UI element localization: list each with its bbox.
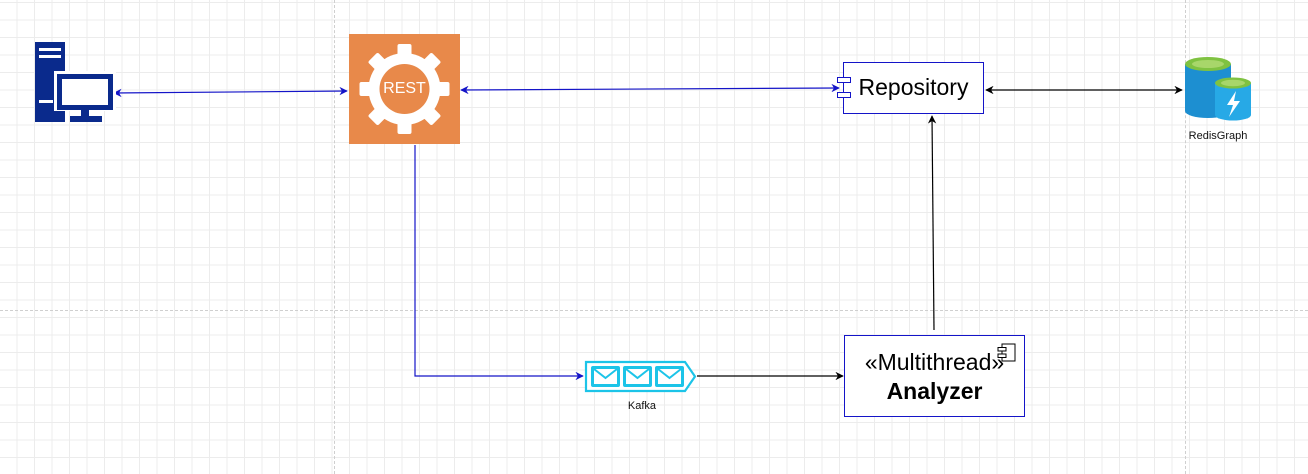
redisgraph-node[interactable] — [1183, 55, 1253, 125]
analyzer-name: Analyzer — [886, 378, 983, 404]
repository-label: Repository — [858, 74, 969, 100]
analyzer-stereotype: «Multithread» — [864, 349, 1005, 375]
edge-client-rest[interactable] — [113, 86, 348, 98]
kafka-node[interactable] — [584, 360, 698, 393]
kafka-label: Kafka — [627, 400, 657, 412]
database-cache-icon — [1185, 57, 1251, 121]
edge-analyzer-repository[interactable] — [927, 115, 937, 331]
analyzer-node[interactable]: «Multithread» Analyzer — [844, 335, 1025, 417]
page-divider-vertical-1 — [334, 0, 335, 474]
rest-api-node[interactable]: REST — [349, 34, 460, 144]
repository-node[interactable]: Repository — [837, 62, 984, 114]
component-icon — [997, 343, 1016, 362]
page-divider-horizontal — [0, 310, 1308, 311]
component-port-top — [837, 77, 851, 83]
gear-icon — [359, 44, 450, 134]
desktop-computer-icon — [35, 42, 116, 122]
message-queue-icon — [584, 360, 697, 393]
redisgraph-label: RedisGraph — [1188, 130, 1248, 142]
component-port-bottom — [837, 92, 851, 98]
page-divider-vertical-2 — [1185, 0, 1186, 474]
client-node[interactable] — [34, 42, 116, 124]
rest-label: REST — [383, 80, 426, 97]
edge-rest-repository[interactable] — [460, 83, 840, 95]
edge-rest-kafka[interactable] — [414, 145, 584, 381]
